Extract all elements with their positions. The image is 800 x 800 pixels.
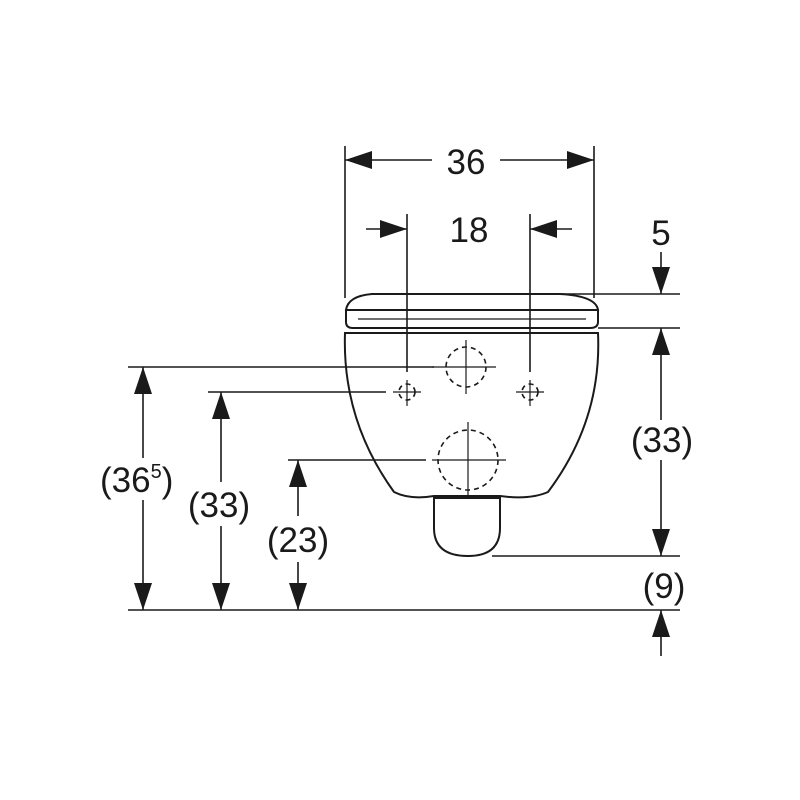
dim-left-drain-height [289, 460, 307, 610]
dim-fixing-spacing [366, 220, 572, 238]
bowl-body [343, 332, 600, 499]
dim-left-fixing-height [212, 392, 230, 610]
extension-lines [128, 146, 680, 611]
outlet-spigot [433, 497, 501, 558]
dim-outlet-height [652, 610, 670, 656]
dim-bowl-height-right [652, 328, 670, 556]
dim-width-total-label: 36 [447, 143, 486, 182]
dim-outlet-height-label: (9) [643, 567, 686, 606]
dim-left-overall [134, 367, 152, 610]
dim-width-total [345, 151, 594, 169]
dim-left-fixing-height-label: (33) [188, 486, 250, 525]
dim-seat-thickness-label: 5 [651, 214, 670, 253]
dim-seat-thickness [652, 252, 670, 294]
toilet-outline [343, 293, 600, 558]
dim-left-drain-height-label: (23) [267, 521, 329, 560]
dim-bowl-height-right-label: (33) [631, 421, 693, 460]
connection-markers [393, 340, 544, 496]
dim-fixing-spacing-label: 18 [450, 211, 489, 250]
seat-lid [344, 293, 600, 311]
dim-left-overall-label: (365) [100, 461, 173, 500]
